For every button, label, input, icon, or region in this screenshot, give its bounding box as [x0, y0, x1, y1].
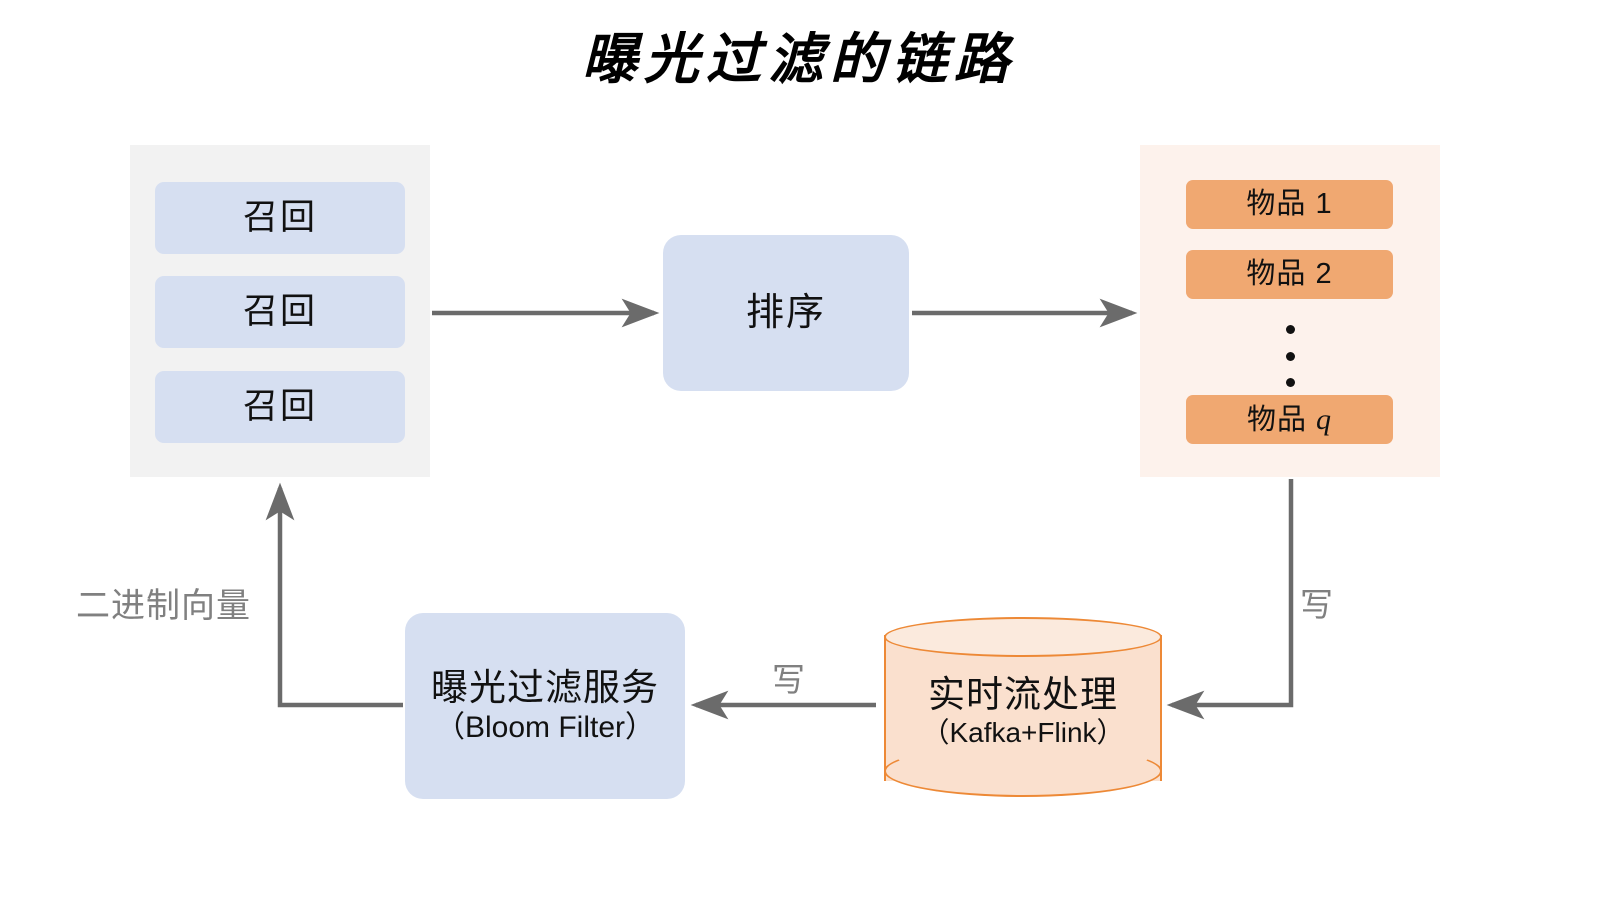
item-box-1-label: 物品 1 [1246, 188, 1333, 221]
stream-processing-label: 实时流处理 （Kafka+Flink） [884, 674, 1162, 748]
stream-processing-title: 实时流处理 [928, 674, 1118, 715]
recall-box-1-label: 召回 [242, 198, 317, 238]
item-box-1[interactable]: 物品 1 [1186, 180, 1393, 229]
recall-box-1[interactable]: 召回 [155, 182, 405, 254]
item-box-2-label: 物品 2 [1246, 258, 1333, 291]
recall-box-2-label: 召回 [242, 292, 317, 332]
sort-node[interactable]: 排序 [663, 235, 909, 391]
recall-box-3[interactable]: 召回 [155, 371, 405, 443]
recall-box-3-label: 召回 [242, 387, 317, 427]
bloom-filter-node[interactable]: 曝光过滤服务 （Bloom Filter） [405, 613, 685, 799]
edge-label-write-items-to-stream: 写 [1300, 586, 1333, 623]
item-box-q-prefix: 物品 [1246, 403, 1317, 436]
vertical-ellipsis-icon [1270, 325, 1310, 387]
cylinder-top-ellipse [884, 617, 1162, 657]
stream-processing-node[interactable]: 实时流处理 （Kafka+Flink） [884, 617, 1162, 799]
cylinder-bottom-ellipse [884, 745, 1162, 797]
recall-box-2[interactable]: 召回 [155, 276, 405, 348]
ellipsis-dot [1285, 351, 1295, 361]
item-box-q-label: 物品 q [1247, 403, 1332, 437]
ellipsis-dot [1285, 325, 1295, 334]
edge-label-write-stream-to-bloom: 写 [772, 661, 805, 698]
page-title: 曝光过滤的链路 [581, 29, 1016, 90]
item-box-q-index: q [1316, 402, 1333, 436]
bloom-filter-subtitle: （Bloom Filter） [434, 710, 656, 744]
sort-node-label: 排序 [745, 291, 826, 334]
ellipsis-dot [1285, 378, 1295, 387]
edge-bloom-to-recall [265, 482, 403, 708]
edge-items-to-stream [1166, 479, 1294, 720]
item-box-q[interactable]: 物品 q [1186, 395, 1393, 444]
edge-label-binary-vector: 二进制向量 [76, 587, 251, 625]
item-box-2[interactable]: 物品 2 [1186, 250, 1393, 299]
stream-processing-subtitle: （Kafka+Flink） [921, 716, 1125, 748]
bloom-filter-title: 曝光过滤服务 [431, 667, 659, 709]
